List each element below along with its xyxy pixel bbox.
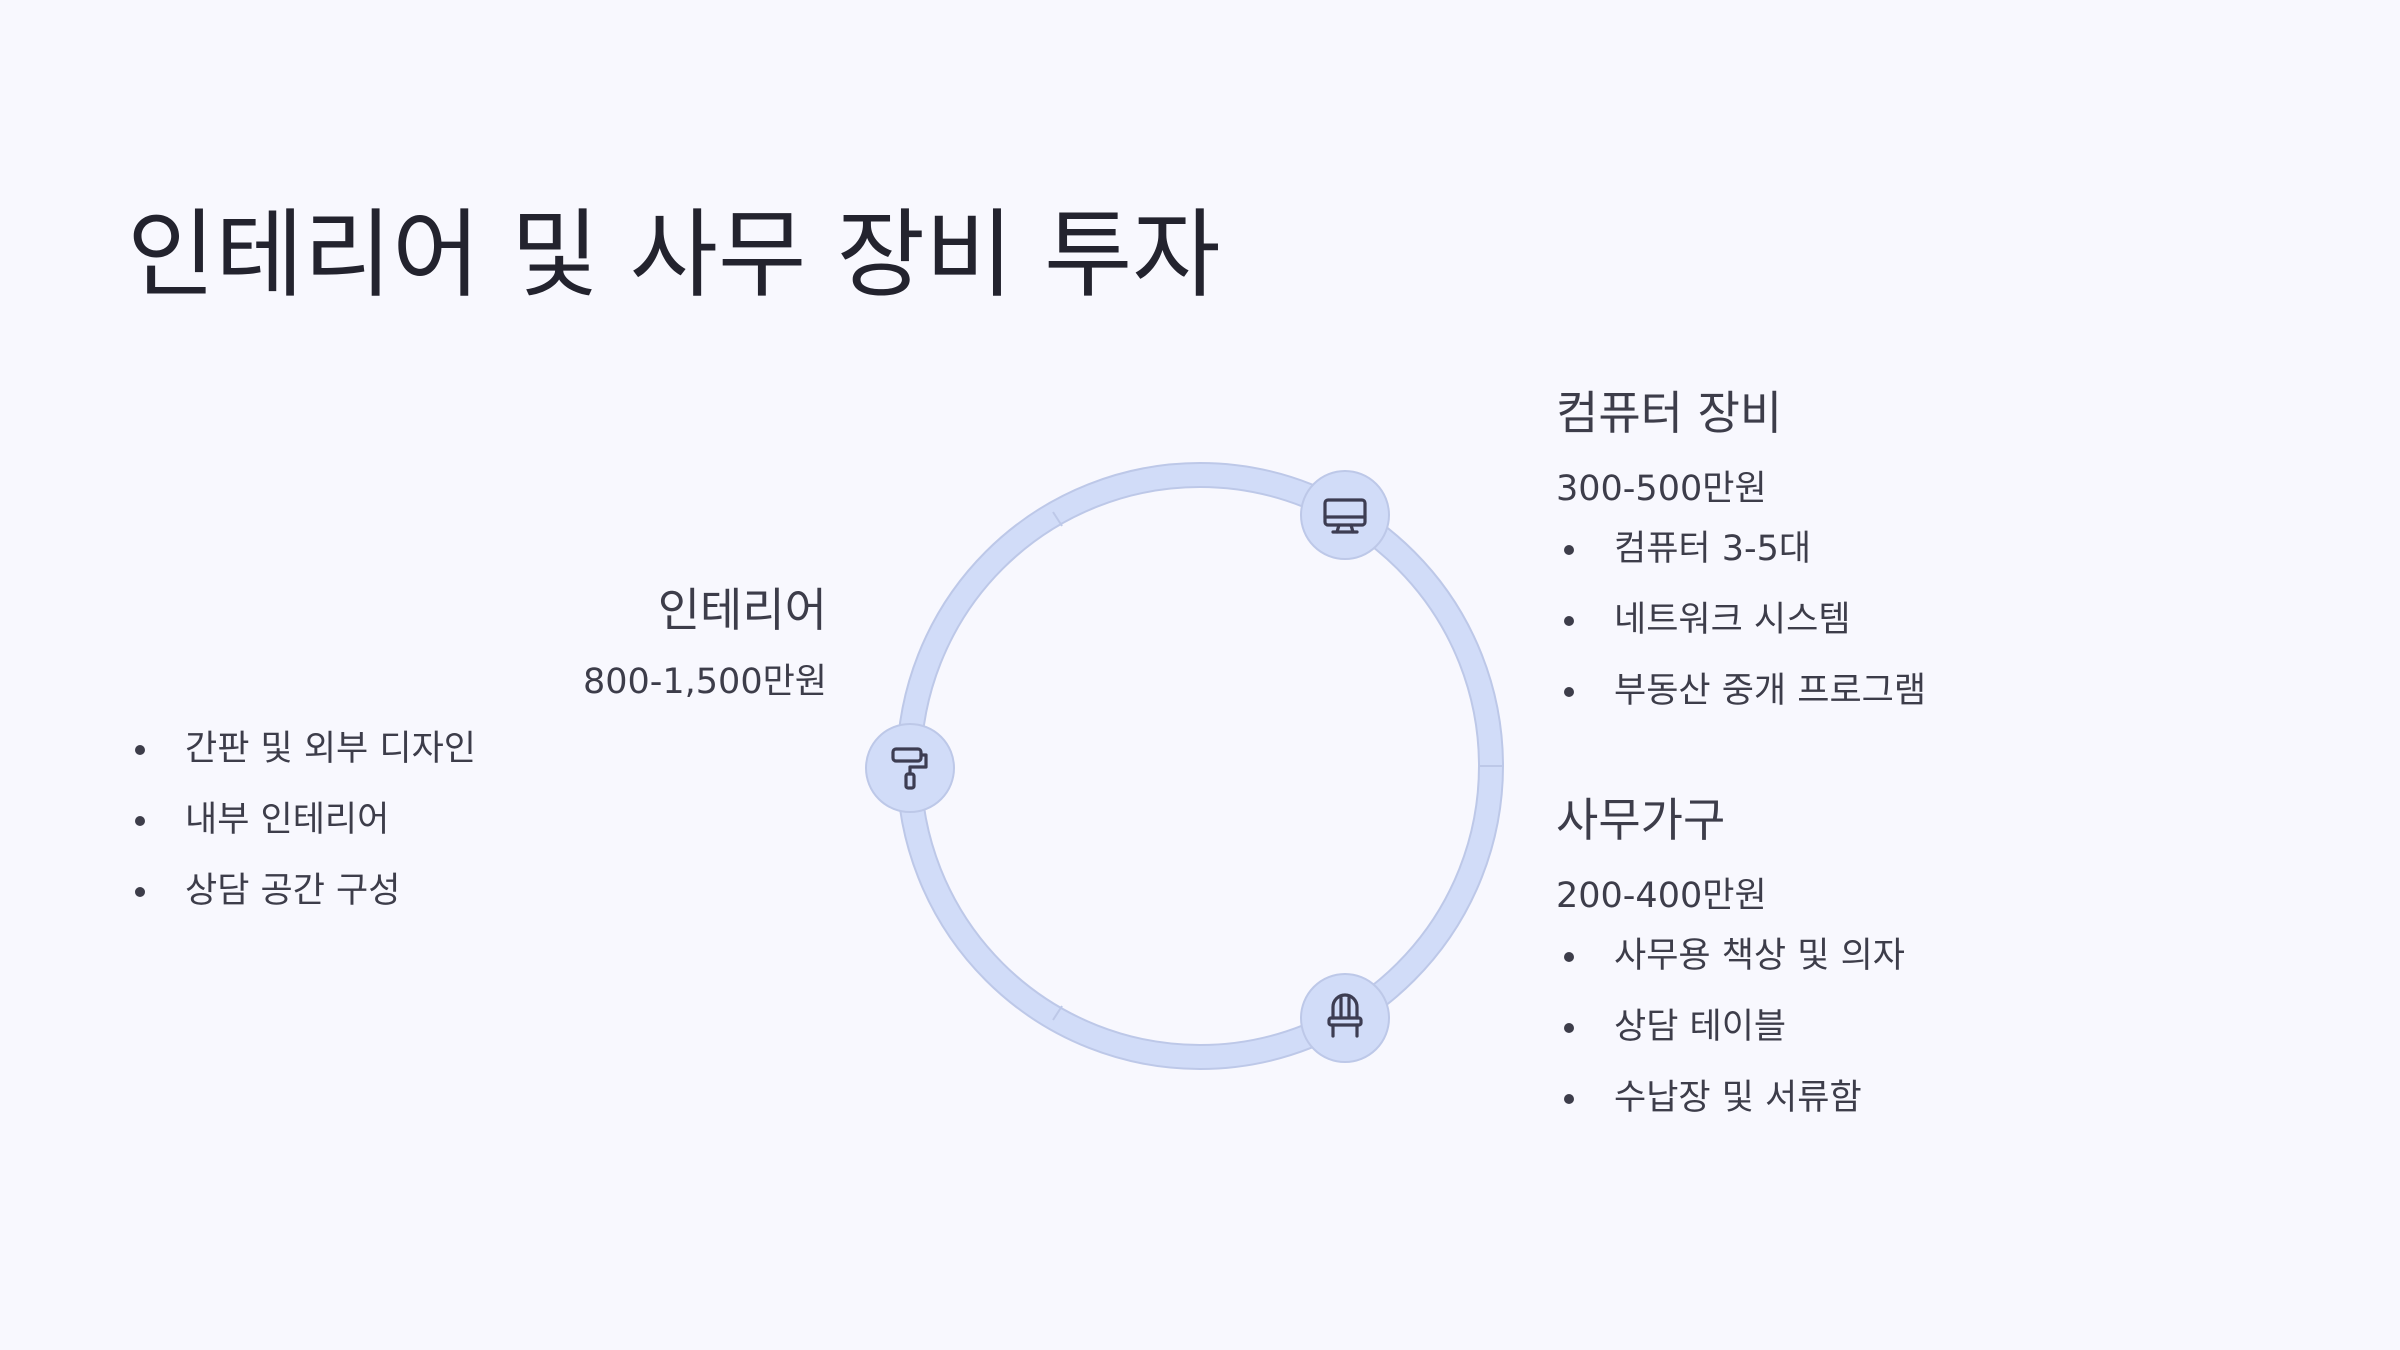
- furniture-section: 사무가구 200-400만원 사무용 책상 및 의자 상담 테이블 수납장 및 …: [1556, 790, 2256, 1150]
- interior-cost: 800-1,500만원: [582, 662, 827, 702]
- bullet-icon: [1564, 1023, 1574, 1033]
- page-title: 인테리어 및 사무 장비 투자: [127, 199, 1221, 311]
- list-item: 네트워크 시스템: [1556, 585, 1926, 656]
- bullet-icon: [1564, 545, 1574, 555]
- bullet-icon: [135, 887, 145, 897]
- list-item: 간판 및 외부 디자인: [127, 714, 476, 785]
- interior-section: 인테리어 800-1,500만원 간판 및 외부 디자인 내부 인테리어 상담 …: [127, 580, 827, 960]
- cycle-ring-fill: [898, 464, 1502, 1068]
- bullet-icon: [1564, 952, 1574, 962]
- ring-divider: [1052, 511, 1063, 527]
- list-item: 사무용 책상 및 의자: [1556, 921, 1905, 992]
- furniture-node: [1300, 973, 1390, 1063]
- computer-section: 컴퓨터 장비 300-500만원 컴퓨터 3-5대 네트워크 시스템 부동산 중…: [1556, 383, 2256, 743]
- list-item: 내부 인테리어: [127, 785, 476, 856]
- furniture-heading: 사무가구: [1556, 793, 1726, 847]
- list-item: 부동산 중개 프로그램: [1556, 656, 1926, 727]
- monitor-icon: [1323, 498, 1367, 534]
- bullet-icon: [135, 816, 145, 826]
- chair-icon: [1327, 993, 1363, 1038]
- bullet-icon: [1564, 616, 1574, 626]
- interior-heading: 인테리어: [657, 583, 827, 637]
- list-item: 상담 공간 구성: [127, 856, 476, 927]
- furniture-list: 사무용 책상 및 의자 상담 테이블 수납장 및 서류함: [1556, 921, 1905, 1134]
- interior-node: [865, 723, 955, 813]
- ring-divider: [1052, 1005, 1063, 1021]
- paint-roller-icon: [891, 747, 928, 790]
- list-item: 수납장 및 서류함: [1556, 1063, 1905, 1134]
- furniture-cost: 200-400만원: [1556, 876, 1767, 916]
- computer-node: [1300, 470, 1390, 560]
- computer-cost: 300-500만원: [1556, 469, 1767, 509]
- list-item: 컴퓨터 3-5대: [1556, 514, 1926, 585]
- computer-list: 컴퓨터 3-5대 네트워크 시스템 부동산 중개 프로그램: [1556, 514, 1926, 727]
- list-item: 상담 테이블: [1556, 992, 1905, 1063]
- computer-heading: 컴퓨터 장비: [1556, 386, 1783, 440]
- bullet-icon: [135, 745, 145, 755]
- bullet-icon: [1564, 687, 1574, 697]
- interior-list: 간판 및 외부 디자인 내부 인테리어 상담 공간 구성: [127, 714, 476, 927]
- bullet-icon: [1564, 1094, 1574, 1104]
